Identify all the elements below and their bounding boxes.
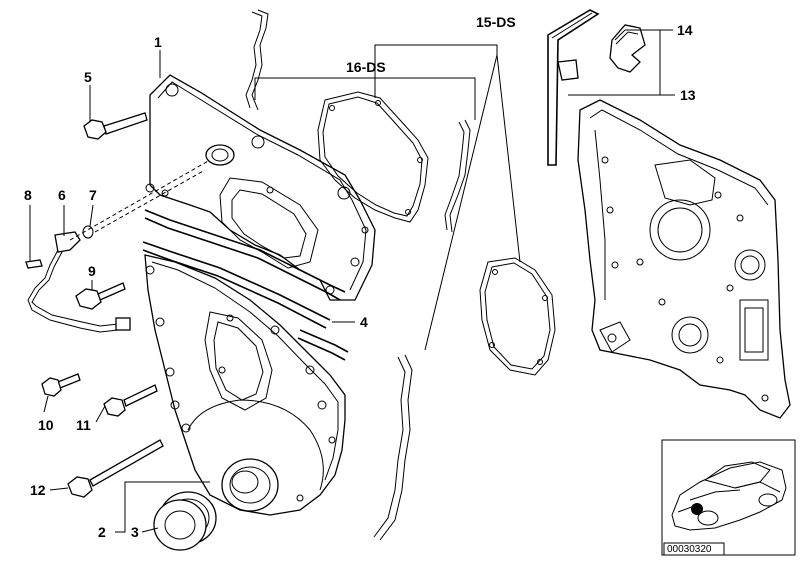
label-8: 8 (24, 187, 32, 203)
clip[interactable] (609, 24, 646, 73)
bolt-5[interactable] (83, 112, 148, 140)
bolt-9[interactable] (75, 282, 126, 310)
part-labels: 1 5 8 6 7 9 4 10 11 12 2 3 15-DS 16-DS 1… (24, 14, 696, 540)
gasket-right-strip[interactable] (444, 119, 471, 233)
shaft-seal[interactable] (153, 491, 217, 551)
gasket-lower[interactable] (479, 257, 556, 376)
label-15-ds: 15-DS (476, 14, 516, 30)
gasket-left-strip[interactable] (245, 9, 269, 111)
label-4: 4 (360, 314, 368, 330)
label-2: 2 (98, 524, 106, 540)
label-11: 11 (76, 417, 91, 433)
gasket-upper[interactable] (317, 91, 429, 223)
leader-lines (29, 29, 675, 533)
engine-block[interactable] (577, 99, 791, 419)
bolt-11[interactable] (103, 384, 158, 417)
seal-strip[interactable] (142, 209, 349, 361)
reference-code: 00030320 (667, 544, 712, 555)
label-9: 9 (88, 263, 96, 279)
label-7: 7 (89, 187, 97, 203)
car-outline (671, 461, 787, 531)
gasket-long-strip[interactable] (373, 354, 413, 541)
screw-8[interactable] (25, 259, 43, 269)
bolt-12[interactable] (67, 439, 164, 498)
label-13: 13 (680, 87, 696, 103)
sensor[interactable] (27, 231, 131, 333)
location-marker (691, 503, 703, 515)
label-12: 12 (30, 482, 46, 498)
label-3: 3 (131, 524, 139, 540)
label-16-ds: 16-DS (346, 59, 386, 75)
bolt-10[interactable] (41, 373, 81, 397)
label-1: 1 (154, 34, 162, 50)
label-6: 6 (58, 187, 66, 203)
label-5: 5 (84, 69, 92, 85)
label-10: 10 (38, 417, 54, 433)
lower-timing-cover[interactable] (144, 254, 346, 516)
label-14: 14 (677, 22, 693, 38)
upper-timing-cover[interactable] (145, 74, 376, 301)
seal-profile[interactable] (547, 9, 600, 166)
car-locator-inset: 00030320 (661, 439, 796, 556)
